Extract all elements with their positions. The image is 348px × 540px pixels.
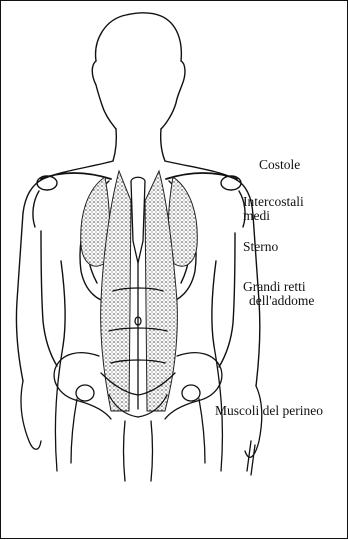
label-retti-line1: Grandi retti xyxy=(243,279,306,294)
torso-right xyxy=(212,261,216,346)
clavicle-right xyxy=(166,173,237,179)
label-intercostali-line1: Intercostali xyxy=(243,194,304,209)
torso-left xyxy=(61,261,65,346)
leg-left-inner xyxy=(124,421,126,481)
head-left-side xyxy=(92,61,116,129)
neck-right xyxy=(161,129,165,161)
label-retti-line2: dell'addome xyxy=(249,293,314,308)
femur-right xyxy=(199,399,205,463)
label-intercostali-line2: medi xyxy=(243,208,270,223)
arm-left-outer xyxy=(16,213,23,381)
humerus-left xyxy=(33,191,39,227)
arm-left-inner xyxy=(41,231,57,366)
label-costole: Costole xyxy=(259,157,300,172)
label-sterno: Sterno xyxy=(243,239,278,254)
neck-left xyxy=(113,129,116,161)
hand-left xyxy=(21,381,41,449)
femur-head-right xyxy=(182,385,200,401)
leg-right-inner xyxy=(151,421,153,481)
arm-right-inner xyxy=(219,233,235,367)
hand-right xyxy=(245,386,262,475)
head-outline xyxy=(96,13,185,129)
femur-head-left xyxy=(76,385,94,401)
shoulder-joint-right xyxy=(221,176,241,190)
femur-left xyxy=(71,399,77,463)
label-perineo: Muscoli del perineo xyxy=(215,403,323,418)
sternum xyxy=(131,177,145,263)
